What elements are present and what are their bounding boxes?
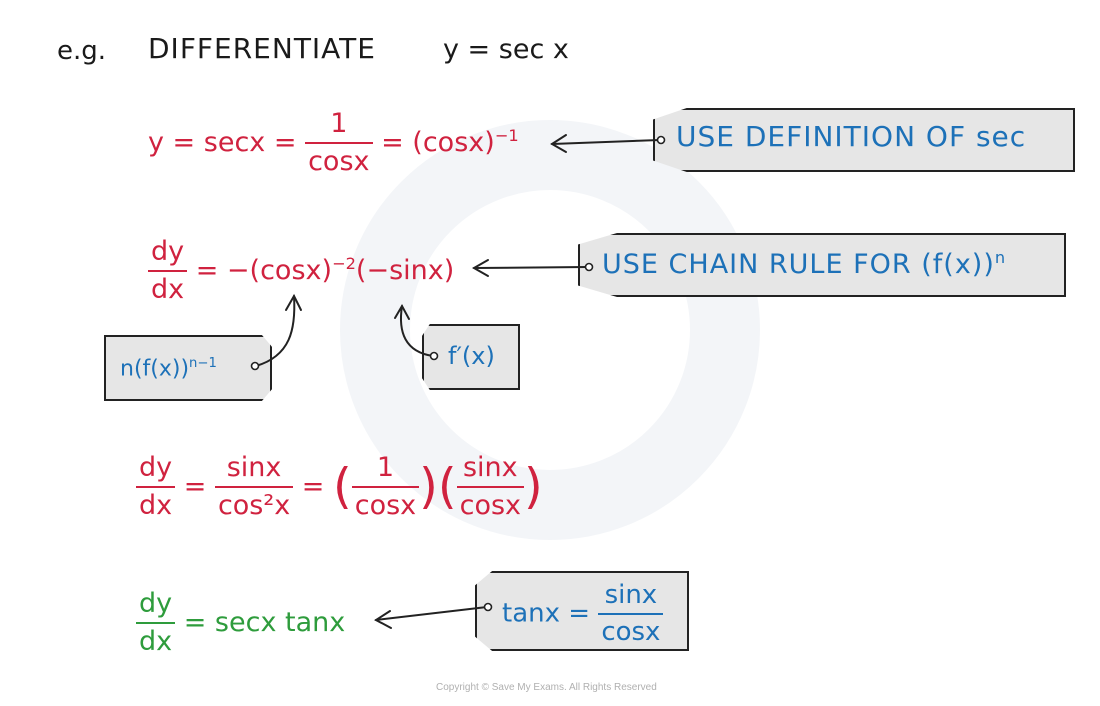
equals-sign: = <box>301 470 325 502</box>
fraction-numerator: 1 <box>351 452 420 489</box>
arrow-inner <box>400 305 434 357</box>
step-rewrite: dy dx = sinx cos²x = ( 1 cosx )( sinx co… <box>136 452 543 523</box>
fraction-denominator: cosx <box>601 617 661 648</box>
note-outer: n(f(x))n−1 <box>120 356 217 381</box>
dx: dx <box>139 626 173 658</box>
arrow-head-inner <box>394 303 410 320</box>
tag-hole <box>483 602 493 612</box>
fraction-sin-over-cos-squared: sinx cos²x <box>214 452 294 523</box>
equals-sign: = <box>183 470 207 502</box>
arrow-head-outer <box>285 293 302 311</box>
note-tag-inner <box>422 324 520 390</box>
step-result: dy dx = secx tanx <box>136 588 345 659</box>
arrow-head-definition <box>550 134 567 153</box>
result-rhs: = secx tanx <box>183 606 346 638</box>
close-paren: ) <box>524 458 543 515</box>
page-title: DIFFERENTIATE <box>148 32 376 65</box>
fraction-denominator: cosx <box>354 490 417 522</box>
note-outer-exponent: n−1 <box>189 356 217 371</box>
step-2-rhs-b: (−sinx) <box>355 254 455 286</box>
open-paren: ( <box>332 458 352 515</box>
fraction-numerator: sinx <box>214 452 294 489</box>
arrow-tan <box>375 606 488 621</box>
dy: dy <box>148 236 188 273</box>
tag-hole <box>429 351 439 361</box>
note-tag-chain-rule <box>578 233 1066 297</box>
fraction-sin-over-cos: sinx cosx <box>598 580 664 648</box>
note-tag-tan <box>475 571 689 651</box>
derivative-symbol: dy dx <box>148 236 188 307</box>
fraction-sin-over-cos: sinx cosx <box>456 452 525 523</box>
note-chain-rule: USE CHAIN RULE FOR (f(x))n <box>602 248 1006 280</box>
dx: dx <box>139 490 173 522</box>
step-2-exponent: −2 <box>332 253 356 273</box>
fraction-denominator: cos²x <box>217 490 291 522</box>
note-tag-outer <box>104 335 272 401</box>
note-tag-definition <box>653 108 1075 172</box>
derivative-symbol: dy dx <box>136 588 176 659</box>
step-1-lhs: y = secx = <box>148 126 297 158</box>
step-1-exponent: −1 <box>494 125 519 145</box>
note-outer-text: n(f(x)) <box>120 356 190 382</box>
arrow-chain-rule <box>473 266 589 269</box>
note-tan: tanx = sinx cosx <box>502 580 664 648</box>
derivative-symbol: dy dx <box>136 452 176 523</box>
open-paren: ( <box>437 458 457 515</box>
arrow-head-chain-rule <box>471 259 489 277</box>
step-definition: y = secx = 1 cosx = (cosx)−1 <box>148 108 519 179</box>
dx: dx <box>151 274 185 306</box>
tag-hole <box>250 361 260 371</box>
tag-hole <box>584 262 594 272</box>
note-definition: USE DEFINITION OF sec <box>676 120 1027 153</box>
note-chain-rule-text: USE CHAIN RULE FOR (f(x)) <box>602 249 995 280</box>
arrow-definition <box>551 139 661 145</box>
note-inner: f′(x) <box>448 342 495 370</box>
step-2-rhs-a: = −(cosx) <box>195 254 333 286</box>
arrow-head-tan <box>374 610 392 629</box>
note-chain-rule-exponent: n <box>994 248 1007 267</box>
dy: dy <box>136 452 176 489</box>
tag-hole <box>656 135 666 145</box>
arrow-outer <box>255 295 296 367</box>
example-prefix: e.g. <box>57 36 107 66</box>
fraction-denominator: cosx <box>308 146 370 178</box>
step-chain-rule: dy dx = −(cosx)−2(−sinx) <box>148 236 454 307</box>
step-1-rest: = (cosx) <box>381 126 495 158</box>
fraction-denominator: cosx <box>459 490 522 522</box>
close-paren: ) <box>419 458 438 515</box>
fraction-numerator: sinx <box>456 452 525 489</box>
fraction-one-over-cos: 1 cosx <box>351 452 420 523</box>
note-tan-lhs: tanx = <box>502 598 591 629</box>
fraction-numerator: 1 <box>305 108 373 145</box>
target-function: y = sec x <box>443 34 569 65</box>
fraction-numerator: sinx <box>598 580 664 616</box>
copyright-footer: Copyright © Save My Exams. All Rights Re… <box>436 682 657 693</box>
fraction-one-over-cos: 1 cosx <box>305 108 373 179</box>
dy: dy <box>136 588 176 625</box>
